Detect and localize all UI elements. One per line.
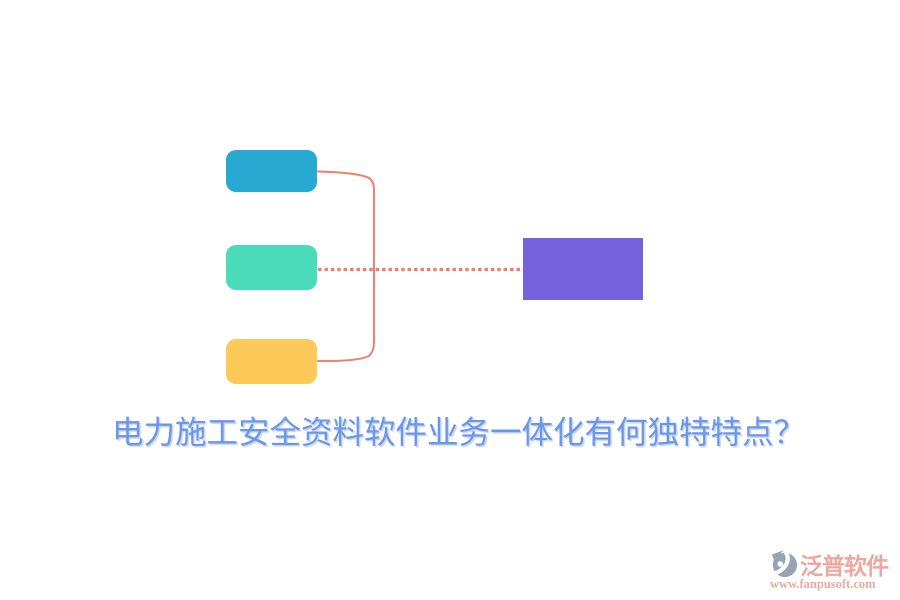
watermark-brand-name: 泛普软件: [800, 553, 889, 579]
bracket-connector-line: [317, 170, 375, 363]
topic-box-bottom: [226, 339, 317, 384]
topic-box-middle: [226, 245, 317, 290]
topic-box-top: [226, 150, 317, 192]
page-title: 电力施工安全资料软件业务一体化有何独特特点？: [112, 415, 806, 450]
fanpu-logo-icon: [770, 549, 798, 577]
result-box-right: [523, 238, 643, 300]
watermark: 泛普软件 www.fanpusoft.com: [770, 548, 892, 594]
watermark-website: www.fanpusoft.com: [770, 577, 876, 591]
